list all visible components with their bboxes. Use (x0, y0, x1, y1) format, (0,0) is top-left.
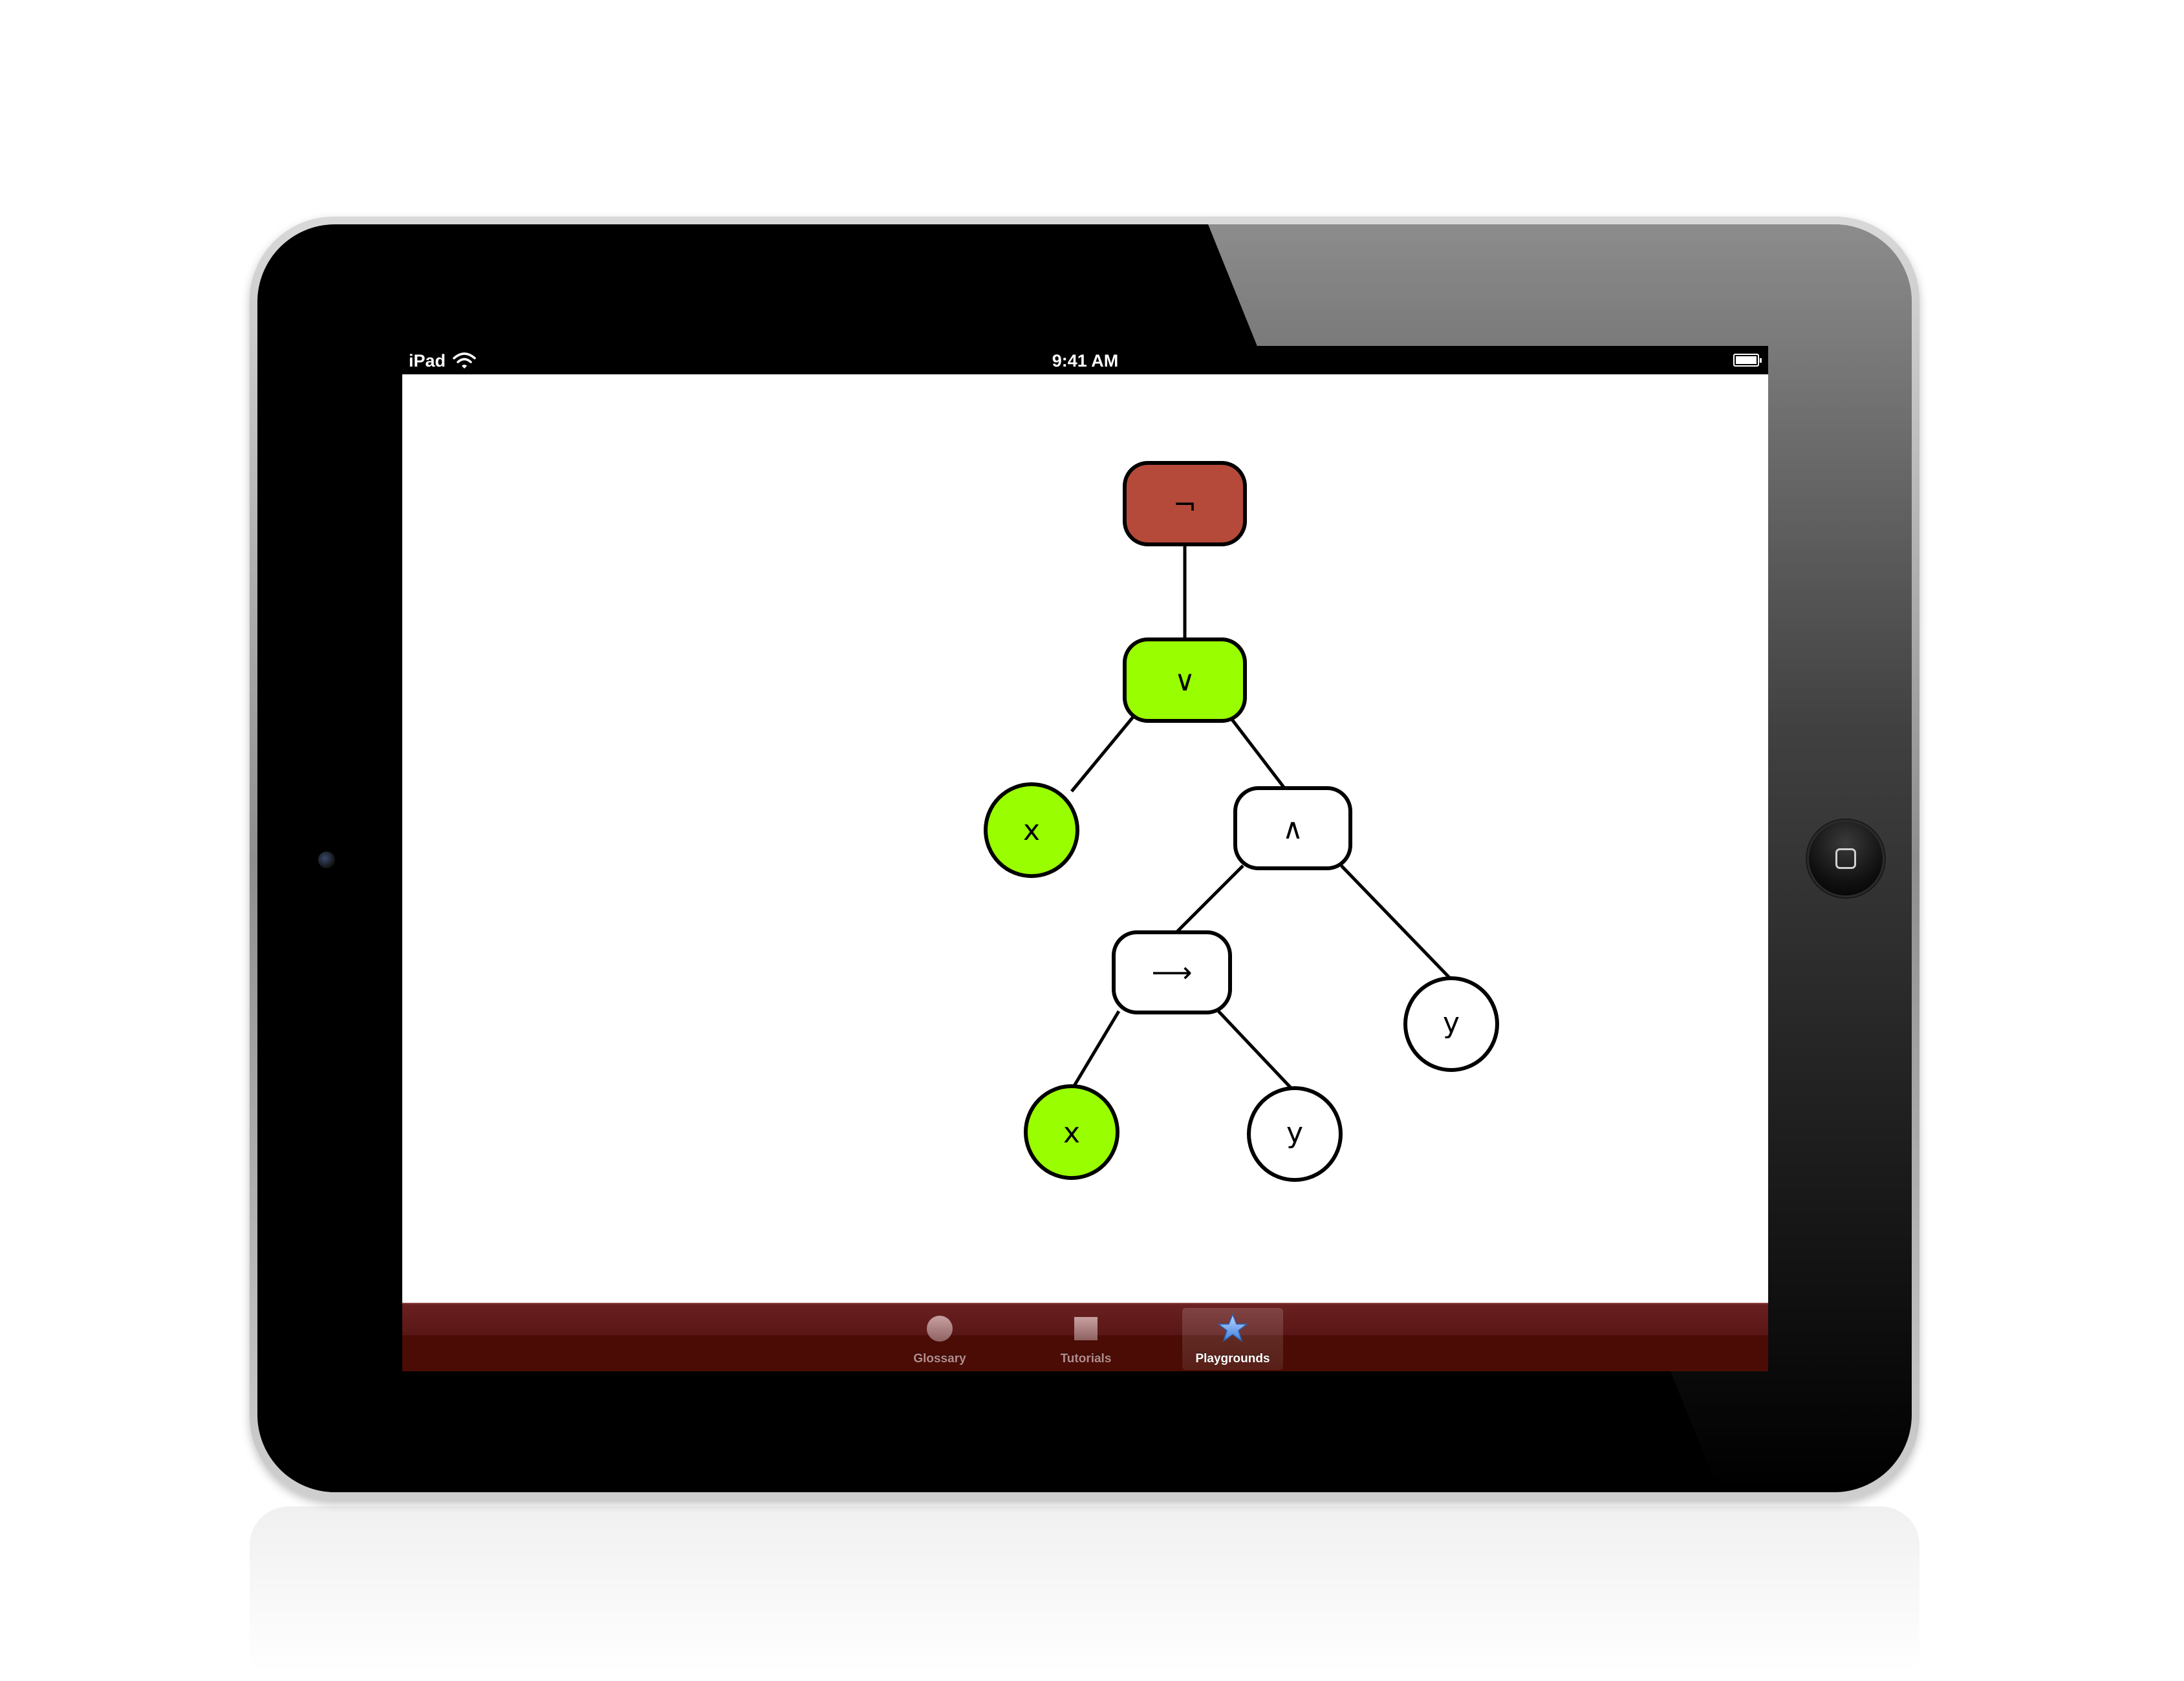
status-time: 9:41 AM (1052, 351, 1119, 370)
tab-tutorials[interactable]: Tutorials (1035, 1308, 1136, 1370)
node-y-right-label: y (1443, 1007, 1460, 1040)
edge-and-y (1340, 864, 1453, 981)
edge-implies-y (1217, 1010, 1297, 1095)
node-not[interactable]: ¬ (1123, 461, 1247, 546)
wifi-icon (453, 352, 476, 369)
node-x-bottom-label: x (1063, 1117, 1080, 1150)
front-camera-icon (318, 851, 335, 868)
node-y-bottom[interactable]: y (1247, 1086, 1343, 1182)
tab-glossary[interactable]: Glossary (889, 1308, 990, 1370)
node-x-bottom[interactable]: x (1024, 1084, 1119, 1180)
expression-tree[interactable]: ¬ ∨ x ∧ ⟶ (402, 374, 1768, 1303)
node-y-right[interactable]: y (1403, 976, 1499, 1072)
tab-bar: Glossary Tutorials Playgrounds (402, 1303, 1768, 1371)
tab-glossary-label: Glossary (913, 1352, 966, 1365)
edge-or-and (1229, 716, 1288, 793)
node-implies[interactable]: ⟶ (1112, 930, 1232, 1014)
status-carrier: iPad (409, 351, 446, 370)
status-bar: iPad 9:41 AM (402, 346, 1768, 374)
battery-level (1736, 356, 1757, 364)
edge-or-x (1070, 716, 1134, 793)
ipad-screen: iPad 9:41 AM ¬ (402, 346, 1768, 1371)
square-icon (1074, 1317, 1097, 1340)
node-y-bottom-label: y (1286, 1117, 1303, 1150)
node-and[interactable]: ∧ (1233, 786, 1352, 870)
edge-and-implies (1169, 864, 1244, 939)
node-or-label: ∨ (1174, 665, 1195, 698)
tab-tutorials-label: Tutorials (1060, 1352, 1112, 1365)
battery-icon (1733, 354, 1762, 367)
node-or[interactable]: ∨ (1123, 637, 1247, 723)
node-not-label: ¬ (1173, 489, 1197, 522)
device-reflection (250, 1506, 1919, 1675)
node-and-label: ∧ (1282, 813, 1303, 846)
home-button[interactable] (1807, 820, 1885, 897)
tab-playgrounds[interactable]: Playgrounds (1182, 1308, 1283, 1370)
node-implies-label: ⟶ (1151, 956, 1192, 989)
node-x-left[interactable]: x (984, 782, 1079, 878)
tab-playgrounds-label: Playgrounds (1195, 1352, 1270, 1365)
edge-implies-x (1072, 1010, 1121, 1088)
circle-icon (927, 1316, 953, 1342)
star-icon (1217, 1313, 1248, 1342)
home-square-icon (1835, 848, 1856, 869)
playground-canvas[interactable]: ¬ ∨ x ∧ ⟶ (402, 374, 1768, 1303)
node-x-left-label: x (1023, 814, 1040, 847)
